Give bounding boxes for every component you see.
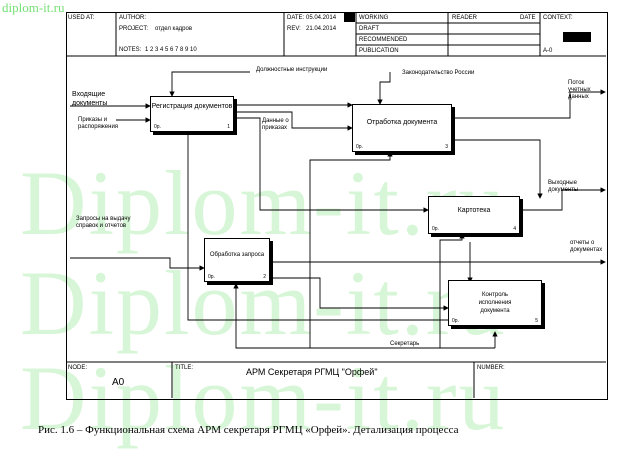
label-outgoing-docs: Выходные документы <box>548 180 579 193</box>
activity-cost: 0р. <box>356 144 363 150</box>
notes-value: 1 2 3 4 5 6 7 8 9 10 <box>145 47 197 53</box>
used-at-label: USED AT: <box>68 15 95 21</box>
rev-value: 21.04.2014 <box>306 26 337 32</box>
activity-number: 2 <box>263 274 266 280</box>
label-accounting-flow: Поток учетных данных <box>568 80 591 100</box>
date-label: DATE: <box>287 15 305 21</box>
label-orders-data: Данные о приказах <box>262 118 289 131</box>
notes-label: NOTES: <box>119 47 142 53</box>
activity-box-card-index[interactable]: Картотека 0р. 4 <box>428 196 520 234</box>
activity-title: Картотека <box>457 207 491 214</box>
project-label: PROJECT: <box>119 26 149 32</box>
diagram-title: АРМ Секретаря РГМЦ "Орфей" <box>246 367 378 377</box>
status-draft: DRAFT <box>359 26 379 32</box>
node-ref: A-0 <box>543 48 553 54</box>
activity-cost: 0р. <box>208 274 215 280</box>
activity-number: 4 <box>513 226 516 232</box>
activity-number: 1 <box>227 124 230 130</box>
activity-number: 3 <box>445 144 448 150</box>
author-label: AUTHOR: <box>119 15 146 21</box>
activity-box-registration[interactable]: Регистрация документов 0р. 1 <box>150 96 234 132</box>
label-secretary: Секретарь <box>390 341 420 347</box>
activity-box-processing[interactable]: Отработка документа 0р. 3 <box>352 104 452 152</box>
status-recommended: RECOMMENDED <box>359 37 408 43</box>
date-value: 05.04.2014 <box>306 15 337 21</box>
node-value: A0 <box>112 377 125 388</box>
status-publication: PUBLICATION <box>359 48 399 54</box>
label-incoming-docs: Входящие документы <box>72 91 108 107</box>
watermark-top: diplom-it.ru <box>2 0 65 15</box>
activity-number: 5 <box>535 318 538 324</box>
figure-caption: Рис. 1.6 – Функциональная схема АРМ секр… <box>38 424 459 436</box>
label-job-instructions: Должностные инструкции <box>256 67 328 73</box>
label-requests: Запросы на выдачу справок и отчетов <box>76 216 131 229</box>
reader-label: READER <box>452 15 478 21</box>
activity-title: Отработка документа <box>366 119 438 126</box>
label-reports: отчеты о документах <box>570 240 603 253</box>
status-working: WORKING <box>359 15 389 21</box>
label-legislation: Законодательство России <box>402 70 475 76</box>
project-value: отдел кадров <box>155 26 193 32</box>
activity-title: Контроль исполнения документа <box>478 292 512 314</box>
activity-cost: 0р. <box>452 318 459 324</box>
activity-cost: 0р. <box>154 124 161 130</box>
label-orders: Приказы и распоряжения <box>78 117 119 130</box>
context-label: CONTEXT: <box>543 15 573 21</box>
activity-title: Регистрация документов <box>151 103 233 110</box>
activity-box-request[interactable]: Обработка запроса 0р. 2 <box>204 238 270 282</box>
rev-label: REV: <box>287 26 301 32</box>
number-label: NUMBER: <box>477 365 505 371</box>
title-label: TITLE: <box>175 365 194 371</box>
idef0-frame <box>66 12 608 400</box>
activity-cost: 0р. <box>432 226 439 232</box>
activity-box-control[interactable]: Контроль исполнения документа 0р. 5 <box>448 280 542 326</box>
date2-label: DATE <box>520 15 536 21</box>
activity-title: Обработка запроса <box>209 252 265 258</box>
node-label: NODE: <box>68 365 88 371</box>
